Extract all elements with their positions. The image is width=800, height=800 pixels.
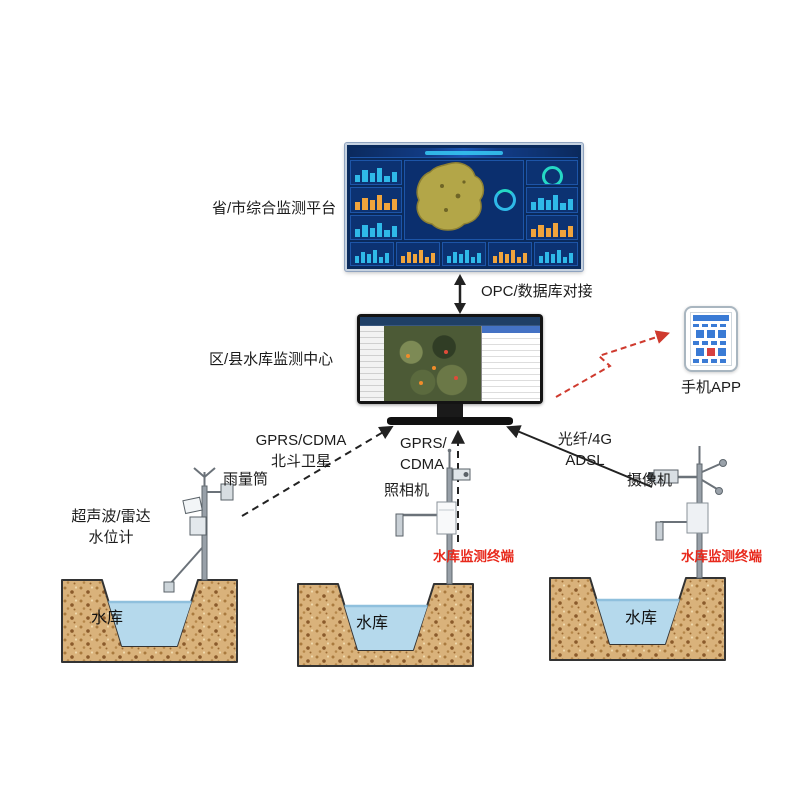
sensor-icon xyxy=(395,513,404,537)
water-level-gauge-line2: 水位计 xyxy=(88,529,134,546)
dashboard-panel xyxy=(526,160,578,186)
rain-gauge-icon xyxy=(220,483,234,501)
left-uplink-arrow xyxy=(241,425,394,517)
dashboard-map-panel xyxy=(404,160,524,240)
right-uplink-line2: ADSL xyxy=(565,452,605,469)
camera-icon xyxy=(452,468,471,481)
red-wireless-arrow xyxy=(555,330,670,398)
dashboard-panel xyxy=(442,242,486,266)
monitor-satellite-map xyxy=(384,326,481,401)
video-camera-label: 摄像机 xyxy=(627,472,673,489)
reservoir-label-right: 水库 xyxy=(624,610,657,627)
dashboard-panel xyxy=(396,242,440,266)
monitor-base xyxy=(387,417,513,425)
phone-app-label: 手机APP xyxy=(680,379,741,396)
dashboard-panel xyxy=(350,160,402,186)
reservoir-label-left: 水库 xyxy=(90,610,123,627)
dashboard-panel xyxy=(526,187,578,213)
province-platform-screen xyxy=(345,143,583,271)
center-label: 区/县水库监测中心 xyxy=(209,351,334,368)
left-uplink-label: GPRS/CDMA 北斗卫星 xyxy=(253,430,349,472)
water-level-sensor-icon xyxy=(163,581,175,593)
mid-uplink-label: GPRS/ CDMA xyxy=(400,433,447,475)
monitor-stand xyxy=(437,404,463,417)
sensor-icon xyxy=(655,521,664,541)
dashboard-panel xyxy=(488,242,532,266)
dashboard-gauge-ring xyxy=(494,189,516,211)
dashboard-panel xyxy=(534,242,578,266)
right-uplink-arrow xyxy=(506,425,653,488)
left-uplink-line1: GPRS/CDMA xyxy=(255,432,347,449)
monitor-sidebar xyxy=(360,326,384,401)
station-left xyxy=(163,467,234,593)
phone-header-bar xyxy=(693,315,729,321)
province-map-icon xyxy=(416,162,485,231)
terminal-box-icon xyxy=(686,502,709,534)
terminal-box-icon xyxy=(436,501,457,535)
dashboard-panel xyxy=(350,214,402,240)
platform-label: 省/市综合监测平台 xyxy=(212,200,337,217)
dashboard-titlebar xyxy=(350,148,578,158)
mobile-app-phone xyxy=(684,306,738,372)
water-level-gauge-label: 超声波/雷达 水位计 xyxy=(62,506,160,548)
monitor-screen xyxy=(360,317,540,401)
solar-panel-icon xyxy=(182,496,203,515)
camera-label: 照相机 xyxy=(384,482,430,499)
mid-uplink-line2: CDMA xyxy=(400,456,445,473)
anemometer-icon xyxy=(719,459,727,467)
camera-lens-icon xyxy=(648,472,654,481)
dashboard-panel xyxy=(350,242,394,266)
county-center-monitor xyxy=(357,314,543,425)
terminal-box-icon xyxy=(189,516,207,536)
phone-screen xyxy=(690,312,732,366)
opc-double-arrow xyxy=(454,274,466,314)
right-uplink-label: 光纤/4G ADSL xyxy=(553,429,617,471)
left-uplink-line2: 北斗卫星 xyxy=(270,453,331,470)
reservoir-label-middle: 水库 xyxy=(355,615,388,632)
terminal-label-middle: 水库监测终端 xyxy=(433,549,514,564)
dashboard-panel xyxy=(526,214,578,240)
dashboard-panel xyxy=(350,187,402,213)
rain-gauge-label: 雨量筒 xyxy=(223,471,269,488)
right-uplink-line1: 光纤/4G xyxy=(557,431,613,448)
monitor-bezel xyxy=(357,314,543,404)
station-middle xyxy=(395,448,471,585)
station-right xyxy=(648,446,727,579)
mid-uplink-line1: GPRS/ xyxy=(400,435,447,452)
monitor-topbar xyxy=(360,317,540,326)
opc-label: OPC/数据库对接 xyxy=(481,283,593,300)
water-level-gauge-line1: 超声波/雷达 xyxy=(71,508,151,525)
terminal-label-right: 水库监测终端 xyxy=(681,549,762,564)
monitor-data-table xyxy=(481,326,540,401)
